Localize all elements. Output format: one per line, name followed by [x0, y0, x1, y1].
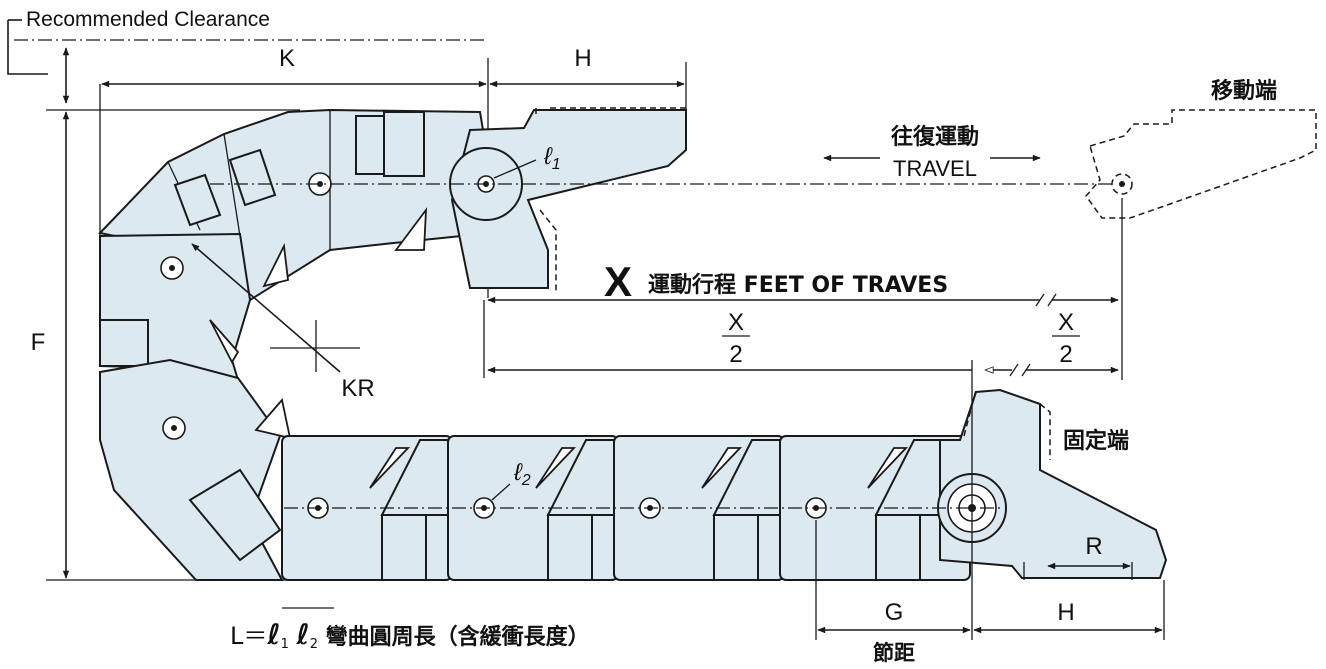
- h-bottom-label: H: [1057, 599, 1074, 626]
- l1-marker: ℓ1: [493, 143, 561, 179]
- formula-sub2: 2: [310, 637, 318, 652]
- radius-kr: KR: [191, 243, 375, 402]
- recommended-clearance-label: Recommended Clearance: [26, 8, 270, 31]
- kr-label: KR: [341, 375, 374, 402]
- h-top-label: H: [574, 45, 591, 72]
- l1-subscript: 1: [552, 156, 561, 173]
- moving-end-ghost: 移動端: [1085, 78, 1317, 380]
- chain-upper-run: [98, 108, 502, 302]
- f-label: F: [31, 329, 46, 356]
- l2-label: ℓ: [513, 459, 523, 486]
- svg-text:L＝ℓ1 ℓ2 彎曲圓周長（含緩衝長度）: L＝ℓ1 ℓ2 彎曲圓周長（含緩衝長度）: [230, 618, 590, 652]
- x-half-left-denominator: 2: [729, 341, 742, 368]
- x-big-label: X: [604, 258, 632, 305]
- svg-text:ℓ2: ℓ2: [513, 459, 531, 489]
- r-label: R: [1085, 533, 1102, 560]
- x-description-label: 運動行程 FEET OF TRAVES: [648, 272, 948, 298]
- moving-end-label: 移動端: [1211, 78, 1277, 104]
- g-label: G: [885, 599, 904, 626]
- stroke-dimension-x: X 運動行程 FEET OF TRAVES: [487, 258, 1119, 307]
- moving-end-bracket: [449, 107, 687, 292]
- travel-en-label: TRAVEL: [893, 156, 977, 181]
- travel-indicator: 往復運動 TRAVEL: [823, 124, 1041, 181]
- dimension-h-bottom: H: [973, 599, 1163, 634]
- formula-l2: ℓ: [296, 618, 310, 651]
- fixed-end-bracket: [937, 388, 1168, 580]
- l2-marker: ℓ2: [491, 459, 531, 501]
- pitch-label: 節距: [873, 641, 915, 665]
- k-label: K: [279, 45, 295, 72]
- x-half-right-numerator: X: [1058, 309, 1074, 336]
- x-half-left-numerator: X: [728, 309, 744, 336]
- chain-curve: [99, 232, 292, 581]
- half-stroke-dimensions: X 2 X 2: [487, 309, 1119, 377]
- formula-sub1: 1: [281, 637, 289, 652]
- dimension-g: G 節距: [817, 599, 971, 665]
- formula-description: 彎曲圓周長（含緩衝長度）: [326, 624, 590, 650]
- formula-prefix: L＝: [230, 622, 267, 650]
- travel-cn-label: 往復運動: [891, 124, 979, 150]
- l1-label: ℓ: [543, 143, 553, 170]
- dimension-h-top: H: [489, 45, 687, 110]
- x-half-right-denominator: 2: [1059, 341, 1072, 368]
- l2-subscript: 2: [521, 472, 531, 489]
- length-formula: L＝ℓ1 ℓ2 彎曲圓周長（含緩衝長度）: [230, 607, 590, 652]
- fixed-end-label: 固定端: [1063, 428, 1129, 454]
- dimension-r: R: [1047, 533, 1131, 570]
- svg-text:ℓ1: ℓ1: [543, 143, 561, 173]
- center-lines: [210, 183, 1165, 640]
- formula-l1: ℓ: [266, 618, 280, 651]
- recommended-clearance-marker: Recommended Clearance: [7, 8, 488, 104]
